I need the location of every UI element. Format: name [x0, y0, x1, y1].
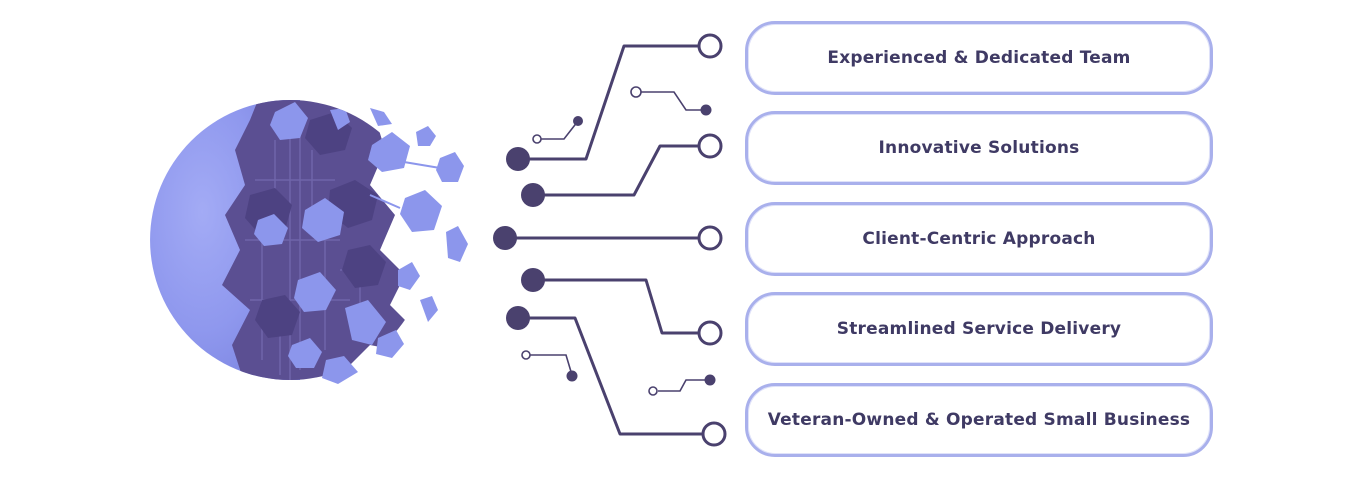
- circuit-decorations: [530, 91, 710, 392]
- decoration-hollow-dots: [521, 86, 658, 396]
- tech-sphere-illustration: [150, 100, 468, 384]
- connector-start-nodes: [493, 147, 545, 330]
- feature-label: Veteran-Owned & Operated Small Business: [767, 410, 1191, 430]
- feature-pill-veteran-owned: Veteran-Owned & Operated Small Business: [745, 383, 1213, 457]
- connector-line-5: [516, 316, 704, 436]
- connector-line-1: [516, 44, 700, 161]
- connector-end-nodes: [697, 33, 727, 447]
- feature-label: Streamlined Service Delivery: [836, 319, 1122, 339]
- feature-list: Experienced & Dedicated Team Innovative …: [745, 0, 1217, 484]
- feature-label: Innovative Solutions: [878, 138, 1080, 158]
- feature-label: Experienced & Dedicated Team: [827, 48, 1131, 68]
- circuit-connectors: [503, 44, 704, 436]
- decoration-dots: [566, 104, 716, 386]
- feature-pill-experienced-team: Experienced & Dedicated Team: [745, 21, 1213, 95]
- feature-pill-innovative-solutions: Innovative Solutions: [745, 111, 1213, 185]
- feature-pill-client-centric: Client-Centric Approach: [745, 202, 1213, 276]
- connector-line-4: [531, 278, 700, 335]
- connector-line-2: [531, 144, 700, 197]
- feature-pill-streamlined-delivery: Streamlined Service Delivery: [745, 292, 1213, 366]
- feature-label: Client-Centric Approach: [862, 229, 1096, 249]
